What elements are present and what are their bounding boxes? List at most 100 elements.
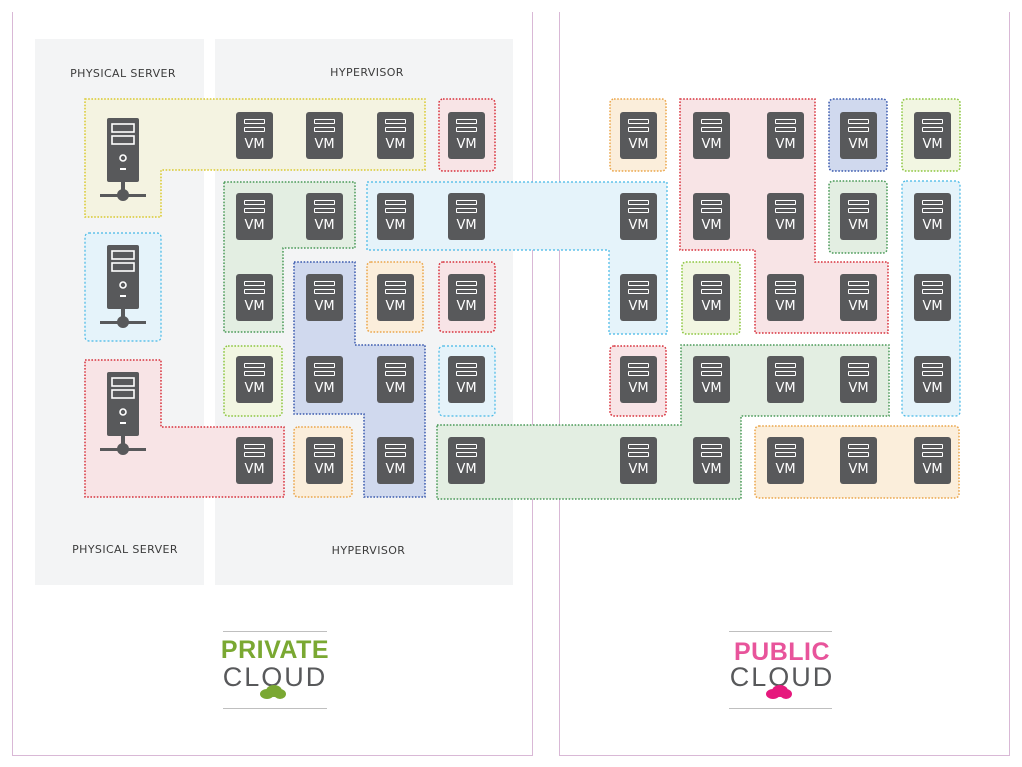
hypervisor-label-bottom: HYPERVISOR — [331, 544, 406, 557]
vm-icon: VM — [767, 437, 804, 484]
vm-icon: VM — [306, 437, 343, 484]
cloud-icon — [260, 685, 286, 699]
vm-icon: VM — [448, 193, 485, 240]
vm-icon: VM — [840, 356, 877, 403]
vm-icon: VM — [236, 274, 273, 321]
vm-label: VM — [848, 462, 869, 477]
public-logo-line-bottom — [729, 708, 832, 709]
vm-icon: VM — [840, 193, 877, 240]
vm-icon: VM — [620, 356, 657, 403]
vm-label: VM — [775, 462, 796, 477]
vm-label: VM — [385, 137, 406, 152]
vm-label: VM — [775, 137, 796, 152]
public-logo-line-top — [729, 631, 832, 632]
vm-icon: VM — [914, 356, 951, 403]
vm-label: VM — [314, 137, 335, 152]
vm-icon: VM — [693, 437, 730, 484]
vm-label: VM — [775, 218, 796, 233]
vm-label: VM — [848, 299, 869, 314]
vm-label: VM — [701, 299, 722, 314]
private-logo-line-bottom — [223, 708, 327, 709]
vm-icon: VM — [767, 193, 804, 240]
vm-icon: VM — [448, 356, 485, 403]
vm-label: VM — [701, 218, 722, 233]
vm-label: VM — [314, 299, 335, 314]
vm-label: VM — [848, 137, 869, 152]
vm-label: VM — [314, 381, 335, 396]
vm-label: VM — [456, 218, 477, 233]
vm-label: VM — [244, 299, 265, 314]
vm-icon: VM — [767, 112, 804, 159]
vm-label: VM — [244, 218, 265, 233]
vm-icon: VM — [236, 112, 273, 159]
vm-label: VM — [628, 462, 649, 477]
vm-label: VM — [385, 218, 406, 233]
vm-label: VM — [922, 462, 943, 477]
vm-label: VM — [701, 137, 722, 152]
vm-icon: VM — [448, 437, 485, 484]
hypervisor-label-top: HYPERVISOR — [330, 66, 404, 79]
vm-icon: VM — [377, 193, 414, 240]
physical-server-icon — [100, 372, 146, 455]
vm-label: VM — [628, 299, 649, 314]
vm-label: VM — [775, 381, 796, 396]
vm-icon: VM — [306, 193, 343, 240]
vm-icon: VM — [448, 274, 485, 321]
vm-icon: VM — [448, 112, 485, 159]
vm-icon: VM — [306, 112, 343, 159]
vm-icon: VM — [914, 274, 951, 321]
vm-icon: VM — [377, 437, 414, 484]
vm-icon: VM — [377, 356, 414, 403]
vm-label: VM — [456, 299, 477, 314]
vm-icon: VM — [236, 437, 273, 484]
vm-icon: VM — [236, 356, 273, 403]
vm-label: VM — [628, 218, 649, 233]
vm-icon: VM — [693, 112, 730, 159]
vm-icon: VM — [840, 274, 877, 321]
vm-label: VM — [628, 381, 649, 396]
private-logo-line-top — [223, 631, 327, 632]
public-logo-top-text: PUBLIC — [733, 638, 831, 666]
physical-server-icon — [100, 118, 146, 201]
group-lightblue-long — [366, 181, 668, 335]
vm-label: VM — [385, 462, 406, 477]
vm-label: VM — [848, 218, 869, 233]
vm-icon: VM — [377, 112, 414, 159]
vm-icon: VM — [693, 356, 730, 403]
vm-label: VM — [314, 218, 335, 233]
vm-label: VM — [244, 381, 265, 396]
vm-label: VM — [848, 381, 869, 396]
vm-label: VM — [628, 137, 649, 152]
vm-label: VM — [922, 381, 943, 396]
vm-label: VM — [244, 462, 265, 477]
vm-label: VM — [922, 218, 943, 233]
vm-icon: VM — [236, 193, 273, 240]
vm-icon: VM — [693, 193, 730, 240]
vm-label: VM — [922, 137, 943, 152]
vm-icon: VM — [620, 437, 657, 484]
vm-label: VM — [456, 137, 477, 152]
vm-icon: VM — [914, 437, 951, 484]
cloud-icon — [766, 685, 792, 699]
vm-icon: VM — [620, 193, 657, 240]
vm-icon: VM — [306, 274, 343, 321]
physical-server-label-top: PHYSICAL SERVER — [70, 67, 176, 80]
vm-icon: VM — [840, 437, 877, 484]
private-logo-top-text: PRIVATE — [220, 636, 330, 664]
physical-server-icon — [100, 245, 146, 328]
vm-label: VM — [244, 137, 265, 152]
vm-icon: VM — [914, 112, 951, 159]
vm-label: VM — [701, 381, 722, 396]
vm-icon: VM — [377, 274, 414, 321]
vm-icon: VM — [620, 112, 657, 159]
physical-server-label-bottom: PHYSICAL SERVER — [72, 543, 178, 556]
vm-label: VM — [701, 462, 722, 477]
vm-label: VM — [314, 462, 335, 477]
vm-icon: VM — [914, 193, 951, 240]
vm-label: VM — [456, 381, 477, 396]
vm-label: VM — [456, 462, 477, 477]
vm-icon: VM — [620, 274, 657, 321]
vm-icon: VM — [306, 356, 343, 403]
vm-label: VM — [385, 381, 406, 396]
vm-icon: VM — [693, 274, 730, 321]
